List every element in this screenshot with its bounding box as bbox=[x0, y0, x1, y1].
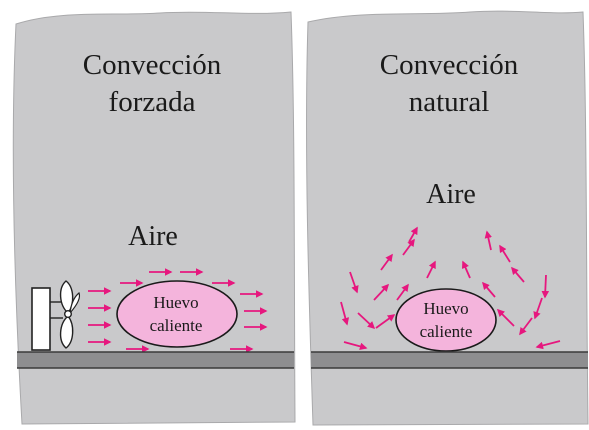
flow-arrow bbox=[396, 283, 409, 301]
flow-arrow bbox=[402, 238, 415, 256]
flow-arrow bbox=[511, 266, 525, 283]
panel-forced-convection: Convección forzada Aire Huevo caliente bbox=[12, 11, 296, 425]
air-label: Aire bbox=[426, 179, 476, 210]
flow-arrow bbox=[499, 244, 511, 263]
flow-arrow bbox=[519, 317, 533, 336]
ground-surface bbox=[17, 351, 294, 369]
fan-icon bbox=[31, 280, 81, 351]
flow-arrow bbox=[484, 230, 493, 251]
air-label: Aire bbox=[128, 221, 178, 252]
flow-arrow bbox=[357, 312, 376, 330]
panel-title-line1: Convección bbox=[380, 49, 519, 81]
flow-arrow bbox=[461, 260, 471, 279]
flow-arrow bbox=[482, 281, 496, 298]
flow-arrow bbox=[343, 341, 368, 351]
flow-arrow bbox=[408, 226, 418, 243]
panel-title-line1: Convección bbox=[83, 49, 222, 81]
flow-arrow bbox=[340, 301, 350, 326]
egg-label-line1: Huevo bbox=[423, 299, 468, 318]
flow-arrow bbox=[380, 253, 393, 271]
egg-label-line2: caliente bbox=[420, 322, 473, 341]
ground-surface bbox=[311, 351, 588, 369]
panel-background bbox=[306, 10, 589, 426]
flow-arrow bbox=[375, 314, 396, 329]
hot-egg: Huevo caliente bbox=[116, 280, 238, 348]
flow-arrow bbox=[496, 308, 515, 327]
panel-title-line2: forzada bbox=[109, 86, 196, 118]
airflow-arrows bbox=[340, 226, 561, 351]
egg-label-line1: Huevo bbox=[153, 293, 198, 312]
flow-arrow bbox=[541, 274, 550, 299]
flow-arrow bbox=[349, 271, 359, 294]
flow-arrow bbox=[535, 340, 561, 350]
panel-natural-convection: Convección natural Aire Huevo caliente bbox=[306, 10, 589, 426]
egg-label-line2: caliente bbox=[150, 316, 203, 335]
panel-title-line2: natural bbox=[409, 86, 490, 118]
airflow-arrows bbox=[88, 268, 268, 353]
flow-arrow bbox=[533, 297, 543, 320]
flow-arrow bbox=[373, 283, 390, 301]
flow-arrow bbox=[426, 260, 436, 279]
hot-egg: Huevo caliente bbox=[395, 288, 497, 352]
